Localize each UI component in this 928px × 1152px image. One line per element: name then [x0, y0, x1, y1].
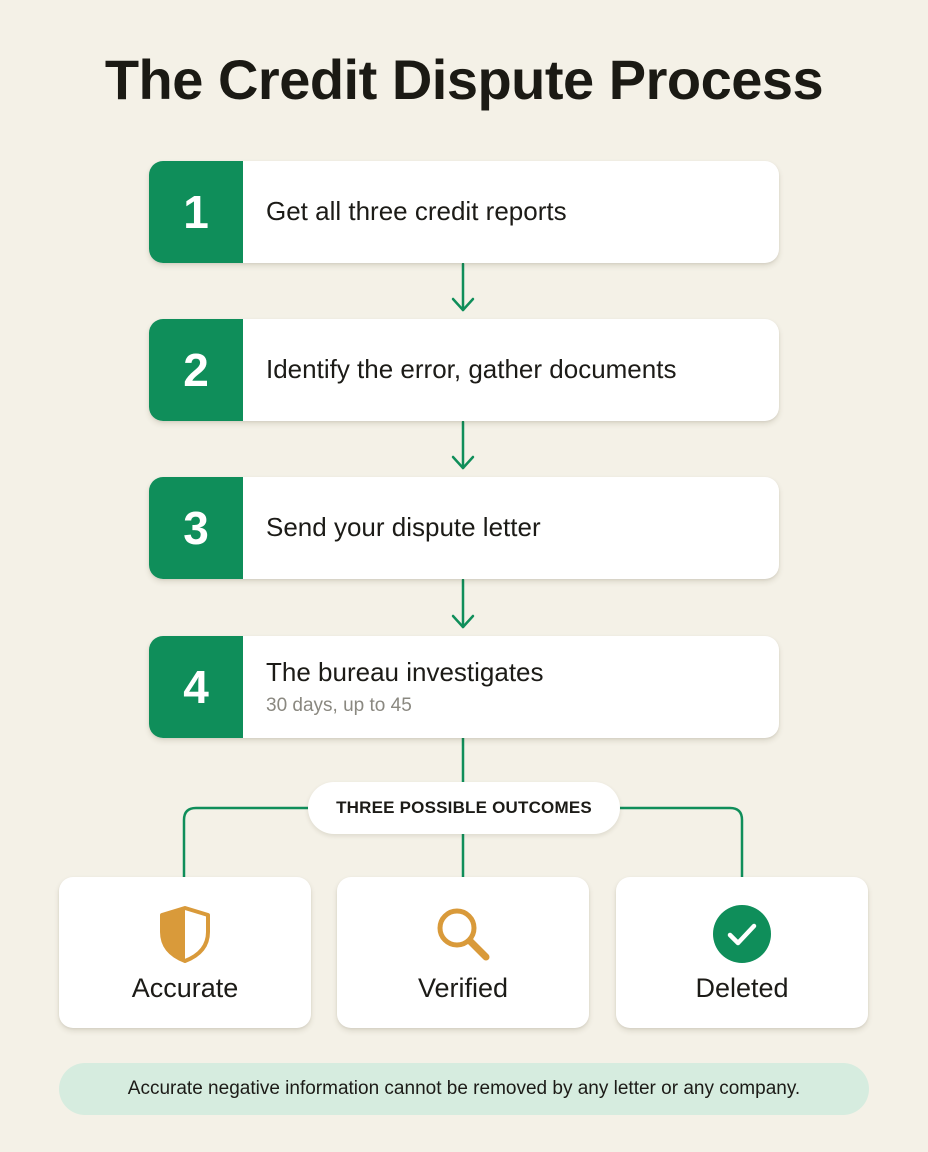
outcome-card-accurate: Accurate	[59, 877, 311, 1028]
step-3: 3 Send your dispute letter	[149, 477, 779, 579]
step-number-badge: 4	[149, 636, 243, 738]
shield-icon	[154, 903, 216, 965]
step-1: 1 Get all three credit reports	[149, 161, 779, 263]
step-text: Get all three credit reports	[266, 196, 567, 227]
outcome-label: Accurate	[131, 973, 239, 1003]
step-number-badge: 3	[149, 477, 243, 579]
outcome-label: Verified	[417, 973, 509, 1003]
check-circle-icon	[711, 903, 773, 965]
disclaimer-note: Accurate negative information cannot be …	[59, 1063, 869, 1115]
outcome-card-deleted: Deleted	[616, 877, 868, 1028]
branch-right	[618, 806, 744, 879]
step-number-badge: 1	[149, 161, 243, 263]
page-title: The Credit Dispute Process	[104, 48, 824, 111]
step-2: 2 Identify the error, gather documents	[149, 319, 779, 421]
step-subtext: 30 days, up to 45	[266, 694, 412, 716]
step-number-badge: 2	[149, 319, 243, 421]
outcomes-label: THREE POSSIBLE OUTCOMES	[308, 782, 620, 834]
branch-left	[182, 806, 310, 879]
step-text: Send your dispute letter	[266, 512, 541, 543]
step-4: 4 The bureau investigates 30 days, up to…	[149, 636, 779, 738]
step-text: Identify the error, gather documents	[266, 354, 677, 385]
step-text: The bureau investigates	[266, 657, 544, 688]
magnifier-icon	[432, 903, 494, 965]
outcome-label: Deleted	[695, 973, 789, 1003]
outcome-card-verified: Verified	[337, 877, 589, 1028]
